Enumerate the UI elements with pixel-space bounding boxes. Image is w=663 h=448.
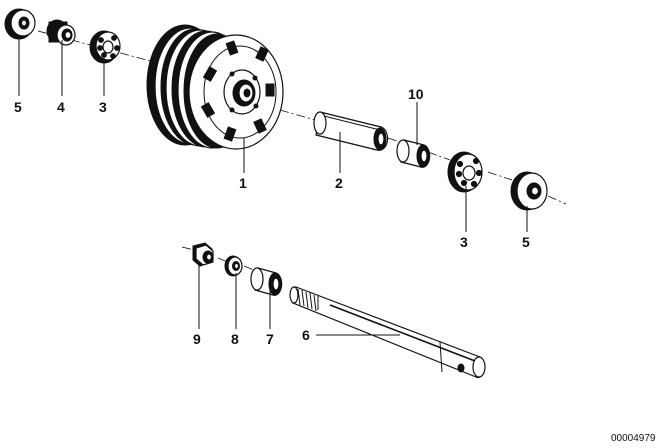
label-part-6: 6 <box>302 327 310 343</box>
washer-8 <box>224 255 243 277</box>
diagram-id: 00004979 <box>611 433 656 444</box>
label-part-10: 10 <box>408 86 424 102</box>
ball-bearing-3-left <box>89 30 121 64</box>
label-part-9: 9 <box>193 331 201 347</box>
label-part-4: 4 <box>57 99 65 115</box>
sleeve-tube-2 <box>313 111 389 151</box>
spacer-bushing-4 <box>46 19 76 46</box>
label-part-7: 7 <box>266 331 274 347</box>
part-labels: 5 4 3 1 2 10 3 5 9 8 7 6 <box>14 86 530 347</box>
short-bushing-10 <box>396 139 431 168</box>
label-part-8: 8 <box>231 331 239 347</box>
label-part-3-right: 3 <box>460 234 468 250</box>
label-part-5-right: 5 <box>522 234 530 250</box>
grooved-pulley-1 <box>146 24 284 150</box>
label-part-3-left: 3 <box>99 99 107 115</box>
axle-shaft-6 <box>289 286 486 379</box>
spacer-sleeve-7 <box>250 267 283 296</box>
bearing-5-right <box>510 171 548 211</box>
label-part-5-left: 5 <box>14 99 22 115</box>
nut-9 <box>192 242 214 267</box>
label-part-2: 2 <box>335 175 343 191</box>
label-part-1: 1 <box>239 175 247 191</box>
bearing-5-left <box>4 8 36 40</box>
ball-bearing-3-right <box>447 151 483 193</box>
upper-assembly-axis <box>37 30 567 205</box>
leader-lines <box>18 36 528 336</box>
